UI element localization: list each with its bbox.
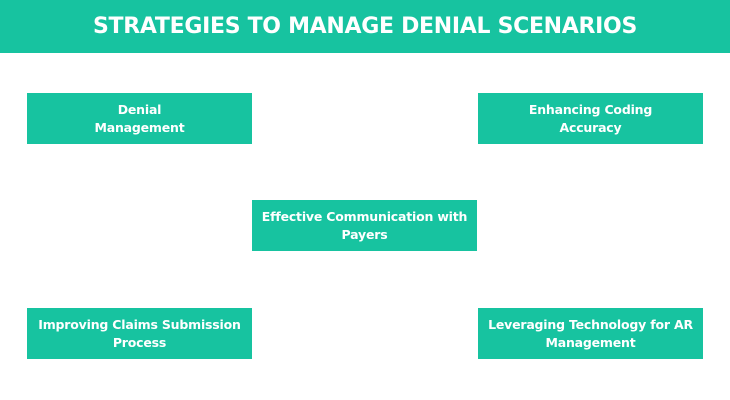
strategy-box-coding-accuracy: Enhancing Coding Accuracy — [478, 93, 703, 144]
title-banner: STRATEGIES TO MANAGE DENIAL SCENARIOS — [0, 0, 730, 53]
strategy-label: Denial Management — [94, 101, 185, 135]
strategy-box-ar-technology: Leveraging Technology for AR Management — [478, 308, 703, 359]
strategy-box-claims-submission: Improving Claims Submission Process — [27, 308, 252, 359]
strategy-label: Enhancing Coding Accuracy — [528, 101, 653, 135]
strategy-box-denial-management: Denial Management — [27, 93, 252, 144]
strategy-label: Effective Communication with Payers — [261, 208, 468, 242]
strategy-label: Improving Claims Submission Process — [38, 316, 241, 350]
strategy-label: Leveraging Technology for AR Management — [488, 316, 693, 350]
strategy-box-payer-communication: Effective Communication with Payers — [252, 200, 477, 251]
page-title: STRATEGIES TO MANAGE DENIAL SCENARIOS — [92, 14, 637, 39]
